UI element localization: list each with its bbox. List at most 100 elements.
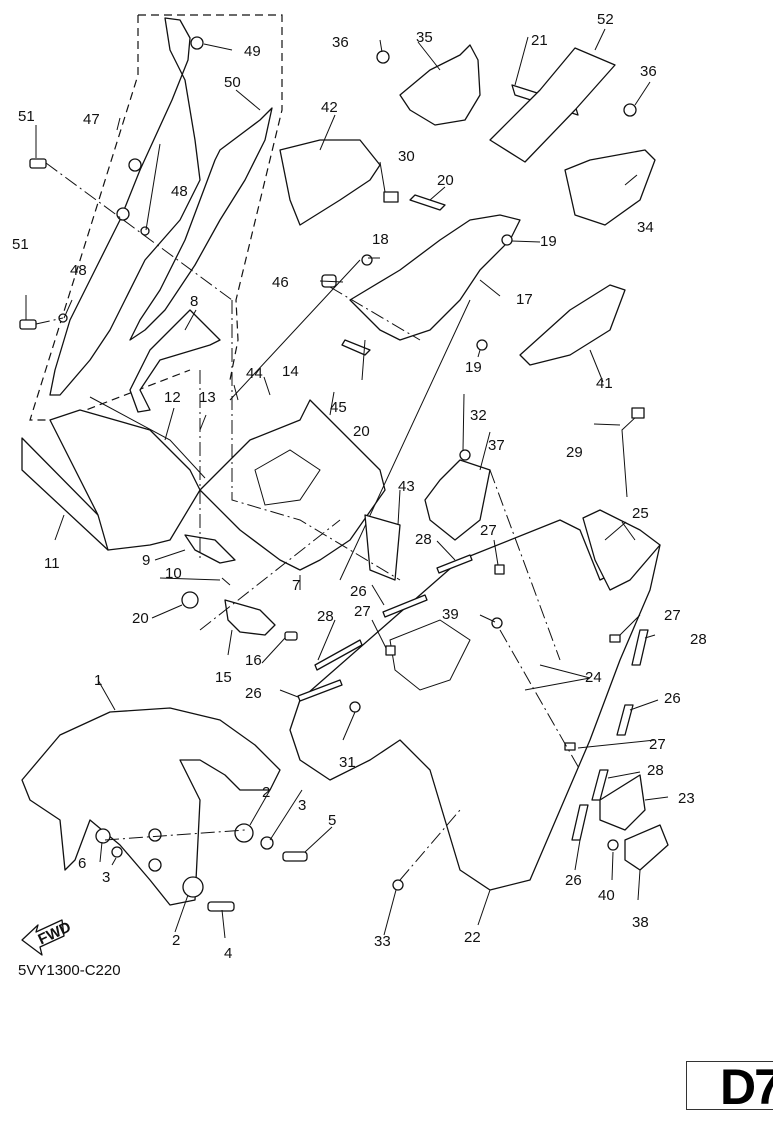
strip-26 bbox=[571, 804, 589, 841]
mount-hole bbox=[148, 858, 162, 872]
diagram-code: 5VY1300-C220 bbox=[18, 962, 121, 979]
bolt-5 bbox=[282, 851, 308, 862]
part-52-pad bbox=[489, 47, 616, 163]
pad-27 bbox=[385, 645, 396, 656]
callout-43: 43 bbox=[398, 478, 415, 495]
callout-32: 32 bbox=[470, 407, 487, 424]
callout-4: 4 bbox=[224, 945, 232, 962]
callout-7: 7 bbox=[292, 577, 300, 594]
part-32-37-bracket bbox=[424, 459, 491, 541]
callout-labels: 1 2 2 3 3 4 5 6 7 8 9 10 11 12 13 14 15 … bbox=[12, 11, 707, 962]
callout-31: 31 bbox=[339, 754, 356, 771]
bolt-51 bbox=[19, 319, 37, 330]
part-25-panel bbox=[582, 509, 661, 591]
pad-27 bbox=[564, 742, 576, 751]
mount-hole bbox=[128, 158, 142, 172]
callout-16: 16 bbox=[245, 652, 262, 669]
callout-15: 15 bbox=[215, 669, 232, 686]
callout-48: 48 bbox=[171, 183, 188, 200]
page-id: D7 bbox=[720, 1059, 773, 1115]
part-29-cable-tie bbox=[621, 414, 639, 498]
screw-36 bbox=[376, 50, 390, 64]
callout-2: 2 bbox=[262, 784, 270, 801]
damper-2 bbox=[234, 823, 254, 843]
part-15-bracket bbox=[224, 599, 276, 636]
callout-27: 27 bbox=[480, 522, 497, 539]
mount-hole bbox=[116, 207, 130, 221]
callout-50: 50 bbox=[224, 74, 241, 91]
part-12-duct-cover bbox=[49, 409, 201, 551]
callout-17: 17 bbox=[516, 291, 533, 308]
washer-40 bbox=[607, 839, 619, 851]
callout-49: 49 bbox=[244, 43, 261, 60]
callout-28: 28 bbox=[415, 531, 432, 548]
cable-tie-head bbox=[631, 407, 645, 419]
pad-27 bbox=[494, 564, 505, 575]
part-1-front-fender bbox=[21, 707, 281, 906]
assembly-line bbox=[35, 162, 233, 325]
callout-20: 20 bbox=[353, 423, 370, 440]
part-43-bracket bbox=[364, 514, 401, 581]
part-47-side-cover bbox=[49, 17, 201, 396]
screw-18 bbox=[361, 254, 373, 266]
callout-25: 25 bbox=[632, 505, 649, 522]
callout-46: 46 bbox=[272, 274, 289, 291]
callout-45: 45 bbox=[330, 399, 347, 416]
callout-14: 14 bbox=[282, 363, 299, 380]
bolt-16 bbox=[284, 631, 298, 641]
callout-24: 24 bbox=[585, 669, 602, 686]
callout-20: 20 bbox=[437, 172, 454, 189]
callout-48: 48 bbox=[70, 262, 87, 279]
callout-22: 22 bbox=[464, 929, 481, 946]
callout-47: 47 bbox=[83, 111, 100, 128]
strip-26 bbox=[297, 679, 343, 702]
part-20-clip bbox=[341, 339, 371, 356]
grommet-49 bbox=[190, 36, 204, 50]
fwd-direction-arrow: FWD bbox=[21, 918, 74, 956]
callout-23: 23 bbox=[678, 790, 695, 807]
callout-33: 33 bbox=[374, 933, 391, 950]
callout-26: 26 bbox=[664, 690, 681, 707]
collar-6 bbox=[95, 828, 111, 844]
callout-5: 5 bbox=[328, 812, 336, 829]
bolt-33 bbox=[392, 879, 404, 891]
callout-19: 19 bbox=[540, 233, 557, 250]
strip-28 bbox=[631, 629, 649, 666]
part-20-clip bbox=[409, 194, 446, 211]
callout-35: 35 bbox=[416, 29, 433, 46]
callout-3: 3 bbox=[298, 797, 306, 814]
assembly-line bbox=[104, 286, 581, 881]
strip-26 bbox=[382, 594, 428, 618]
callout-11: 11 bbox=[44, 555, 60, 572]
callout-19: 19 bbox=[465, 359, 482, 376]
mount-hole bbox=[148, 828, 162, 842]
callout-12: 12 bbox=[164, 389, 181, 406]
part-9-plate bbox=[184, 534, 236, 564]
strip-28 bbox=[591, 769, 609, 801]
fastener-20 bbox=[181, 591, 199, 609]
part-12-edge bbox=[89, 396, 206, 479]
strip-26 bbox=[616, 704, 634, 736]
bolt-51 bbox=[29, 158, 47, 169]
bolt-39 bbox=[491, 617, 503, 629]
part-42-cover bbox=[279, 139, 381, 226]
callout-51: 51 bbox=[18, 108, 35, 125]
callout-27: 27 bbox=[649, 736, 666, 753]
callout-51: 51 bbox=[12, 236, 29, 253]
washer-48 bbox=[140, 226, 150, 236]
screw-19 bbox=[501, 234, 513, 246]
callout-8: 8 bbox=[190, 293, 198, 310]
callout-41: 41 bbox=[596, 375, 613, 392]
part-38-bracket bbox=[624, 824, 669, 871]
part-35-bracket bbox=[399, 44, 481, 126]
callout-26: 26 bbox=[565, 872, 582, 889]
part-30-pad bbox=[383, 191, 399, 203]
upper-stay-detail bbox=[229, 259, 471, 581]
callout-26: 26 bbox=[245, 685, 262, 702]
callout-6: 6 bbox=[78, 855, 86, 872]
page-id-box: D7 bbox=[686, 1059, 773, 1115]
callout-40: 40 bbox=[598, 887, 615, 904]
callout-2: 2 bbox=[172, 932, 180, 949]
callout-44: 44 bbox=[246, 365, 263, 382]
